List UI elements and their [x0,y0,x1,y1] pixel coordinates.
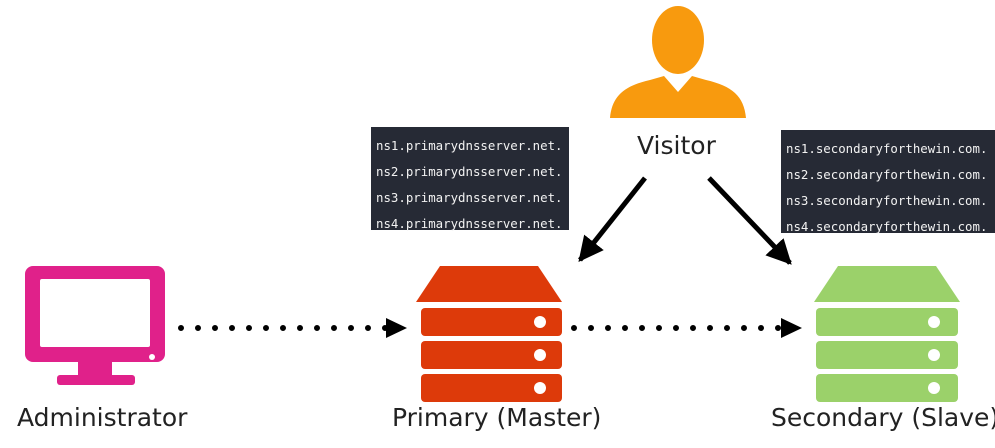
administrator-label: Administrator [17,403,188,432]
monitor-icon [25,266,165,385]
visitor-label: Visitor [637,131,716,160]
nameserver-entry: ns1.secondaryforthewin.com. [786,141,988,156]
secondary-label: Secondary (Slave) [771,403,995,432]
nameserver-entry: ns1.primarydnsserver.net. [376,138,563,153]
nameserver-entry: ns2.primarydnsserver.net. [376,164,563,179]
primary-nameserver-list: ns1.primarydnsserver.net. ns2.primarydns… [371,127,569,231]
secondary-nameserver-list: ns1.secondaryforthewin.com. ns2.secondar… [781,130,995,234]
person-icon [610,6,746,118]
secondary-server-icon [814,266,960,402]
nameserver-entry: ns4.primarydnsserver.net. [376,216,563,231]
nameserver-entry: ns4.secondaryforthewin.com. [786,219,988,234]
primary-label: Primary (Master) [392,403,602,432]
primary-server-icon [416,266,562,402]
nameserver-entry: ns2.secondaryforthewin.com. [786,167,988,182]
visitor-to-primary-arrow [578,176,647,262]
visitor-to-secondary-arrow [707,176,792,265]
nameserver-entry: ns3.primarydnsserver.net. [376,190,563,205]
primary-to-secondary-arrow [571,318,802,338]
admin-to-primary-arrow [178,318,407,338]
nameserver-entry: ns3.secondaryforthewin.com. [786,193,988,208]
